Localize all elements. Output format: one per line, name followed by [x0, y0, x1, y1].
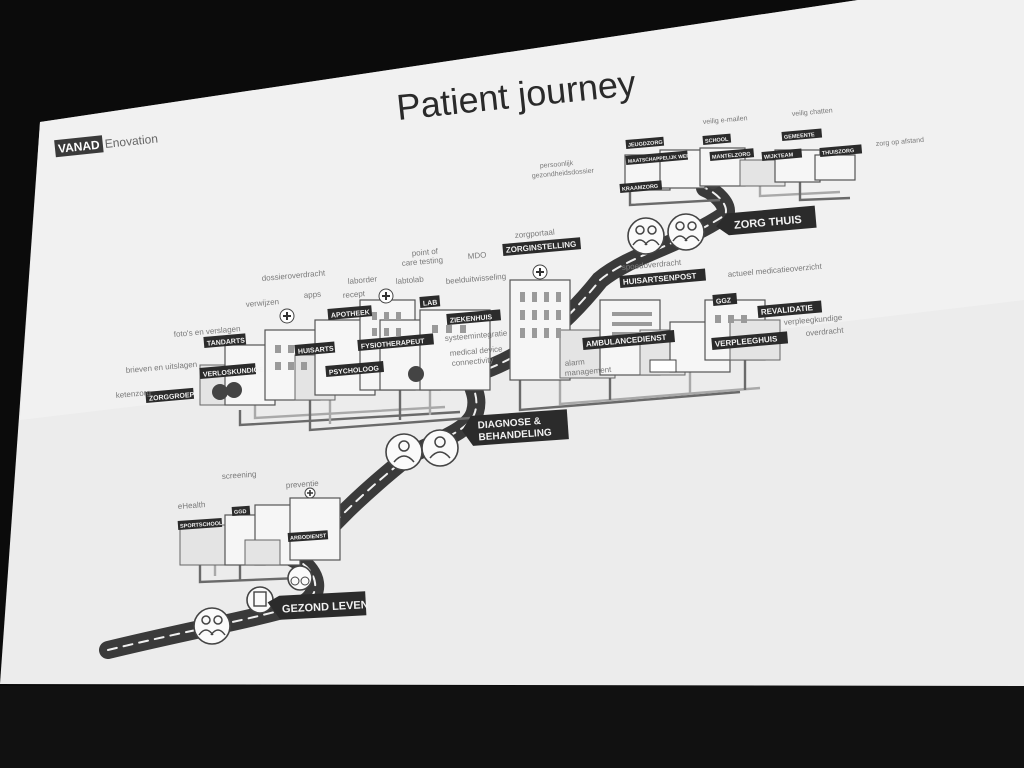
svg-text:ARBODIENST: ARBODIENST — [290, 533, 327, 542]
sign-apotheek: APOTHEEK — [327, 305, 373, 320]
sign-huisartsenpost: HUISARTSENPOST — [619, 268, 707, 288]
logo-light-text: Enovation — [104, 131, 159, 151]
label-management: management — [564, 365, 612, 378]
gezond-leven-label: GEZOND LEVEN — [282, 599, 369, 616]
zorg-thuis-label: ZORG THUIS — [734, 214, 803, 232]
sign-revalidatie: REVALIDATIE — [757, 300, 823, 318]
stage-person-icons — [193, 213, 705, 645]
svg-text:TANDARTS: TANDARTS — [207, 337, 246, 347]
people-icon — [627, 217, 665, 255]
sign-zorginstelling: ZORGINSTELLING — [502, 237, 582, 256]
svg-text:GGZ: GGZ — [716, 297, 732, 305]
doctor-icon — [385, 433, 423, 471]
label-zorg-op-afstand: zorg op afstand — [876, 137, 925, 148]
logo-bold-text: VANAD — [57, 138, 100, 156]
svg-text:THUISZORG: THUISZORG — [822, 148, 855, 157]
svg-text:MAATSCHAPPELIJK WERK: MAATSCHAPPELIJK WERK — [628, 153, 694, 165]
stage-sign-gezond-leven: GEZOND LEVEN — [267, 591, 369, 620]
svg-text:SPORTSCHOOL: SPORTSCHOOL — [180, 521, 223, 530]
sign-gemeente: GEMEENTE — [781, 128, 823, 141]
sign-verpleeghuis: VERPLEEGHUIS — [711, 331, 789, 350]
stage-sign-diagnose: DIAGNOSE & BEHANDELING — [462, 409, 569, 446]
label-recept: recept — [342, 289, 366, 300]
svg-text:ZORGGROEP: ZORGGROEP — [149, 392, 195, 403]
label-apps: apps — [303, 290, 321, 300]
sign-sportschool: SPORTSCHOOL — [177, 517, 223, 530]
svg-text:SCHOOL: SCHOOL — [705, 137, 730, 145]
medical-cross-icon — [279, 264, 548, 499]
sign-lab: LAB — [419, 295, 441, 308]
sign-ggd: GGD — [231, 505, 251, 516]
label-alarm: alarm — [564, 357, 585, 368]
sign-wijkteam: WIJKTEAM — [761, 148, 803, 161]
sign-arbodienst: ARBODIENST — [287, 530, 329, 542]
svg-text:JEUGDZORG: JEUGDZORG — [628, 140, 663, 149]
svg-text:LAB: LAB — [423, 299, 438, 307]
sign-mantelzorg: MANTELZORG — [709, 148, 755, 161]
label-overdracht: overdracht — [805, 326, 844, 338]
svg-text:WIJKTEAM: WIJKTEAM — [764, 152, 794, 161]
label-care-testing: care testing — [401, 255, 443, 268]
svg-text:GEMEENTE: GEMEENTE — [784, 132, 816, 141]
ambulance-icon — [649, 359, 677, 373]
people-icon — [667, 213, 705, 251]
sign-thuiszorg: THUISZORG — [819, 144, 863, 157]
doctor-icon — [246, 586, 274, 614]
label-ketenzorg: ketenzorg — [115, 388, 151, 400]
label-zorgportaal: zorgportaal — [514, 228, 555, 240]
svg-text:APOTHEEK: APOTHEEK — [331, 309, 370, 319]
diagnose-label-line2: BEHANDELING — [478, 427, 552, 443]
label-preventie: preventie — [286, 479, 320, 490]
sign-huisarts: HUISARTS — [294, 341, 336, 356]
label-connectivity: connectivity — [451, 355, 493, 368]
bicycle-icon — [287, 565, 313, 591]
label-persoonlijk: persoonlijk — [540, 160, 574, 170]
label-veilig-chatten: veilig chatten — [792, 107, 833, 118]
svg-text:MANTELZORG: MANTELZORG — [712, 151, 751, 160]
sign-jeugdzorg: JEUGDZORG — [625, 136, 665, 149]
sign-tandarts: TANDARTS — [203, 333, 247, 348]
label-verwijzen: verwijzen — [245, 297, 279, 309]
label-laborder: laborder — [347, 274, 377, 286]
diagnose-label-line1: DIAGNOSE & — [477, 416, 541, 431]
connection-pipes — [198, 178, 851, 584]
label-labtolab: labtolab — [395, 275, 424, 286]
sign-ggz: GGZ — [712, 292, 738, 306]
label-point-of: point of — [411, 247, 439, 258]
svg-text:PSYCHOLOOG: PSYCHOLOOG — [329, 365, 380, 376]
sign-kraamzorg: KRAAMZORG — [619, 180, 663, 193]
people-icon — [193, 607, 231, 645]
svg-text:ZIEKENHUIS: ZIEKENHUIS — [450, 314, 493, 325]
label-mdo: MDO — [467, 250, 486, 261]
sign-ziekenhuis: ZIEKENHUIS — [446, 309, 502, 325]
sign-zorggroep: ZORGGROEP — [145, 387, 195, 403]
building-signs: ZORGGROEP VERLOSKUNDIGE TANDARTS HUISART… — [145, 128, 863, 542]
sign-maatschappelijk-werk: MAATSCHAPPELIJK WERK — [625, 150, 694, 165]
people-icon — [421, 429, 459, 467]
sign-school: SCHOOL — [702, 133, 732, 145]
svg-text:HUISARTS: HUISARTS — [298, 346, 335, 356]
svg-text:KRAAMZORG: KRAAMZORG — [622, 184, 659, 193]
label-ehealth: eHealth — [178, 500, 206, 511]
label-veilig-emailen: veilig e-mailen — [703, 115, 748, 126]
label-screening: screening — [222, 470, 257, 481]
vanad-logo: VANAD Enovation — [54, 131, 159, 158]
sign-psycholoog: PSYCHOLOOG — [325, 360, 385, 377]
svg-text:GGD: GGD — [234, 509, 247, 516]
stage-sign-zorg-thuis: ZORG THUIS — [716, 205, 817, 236]
